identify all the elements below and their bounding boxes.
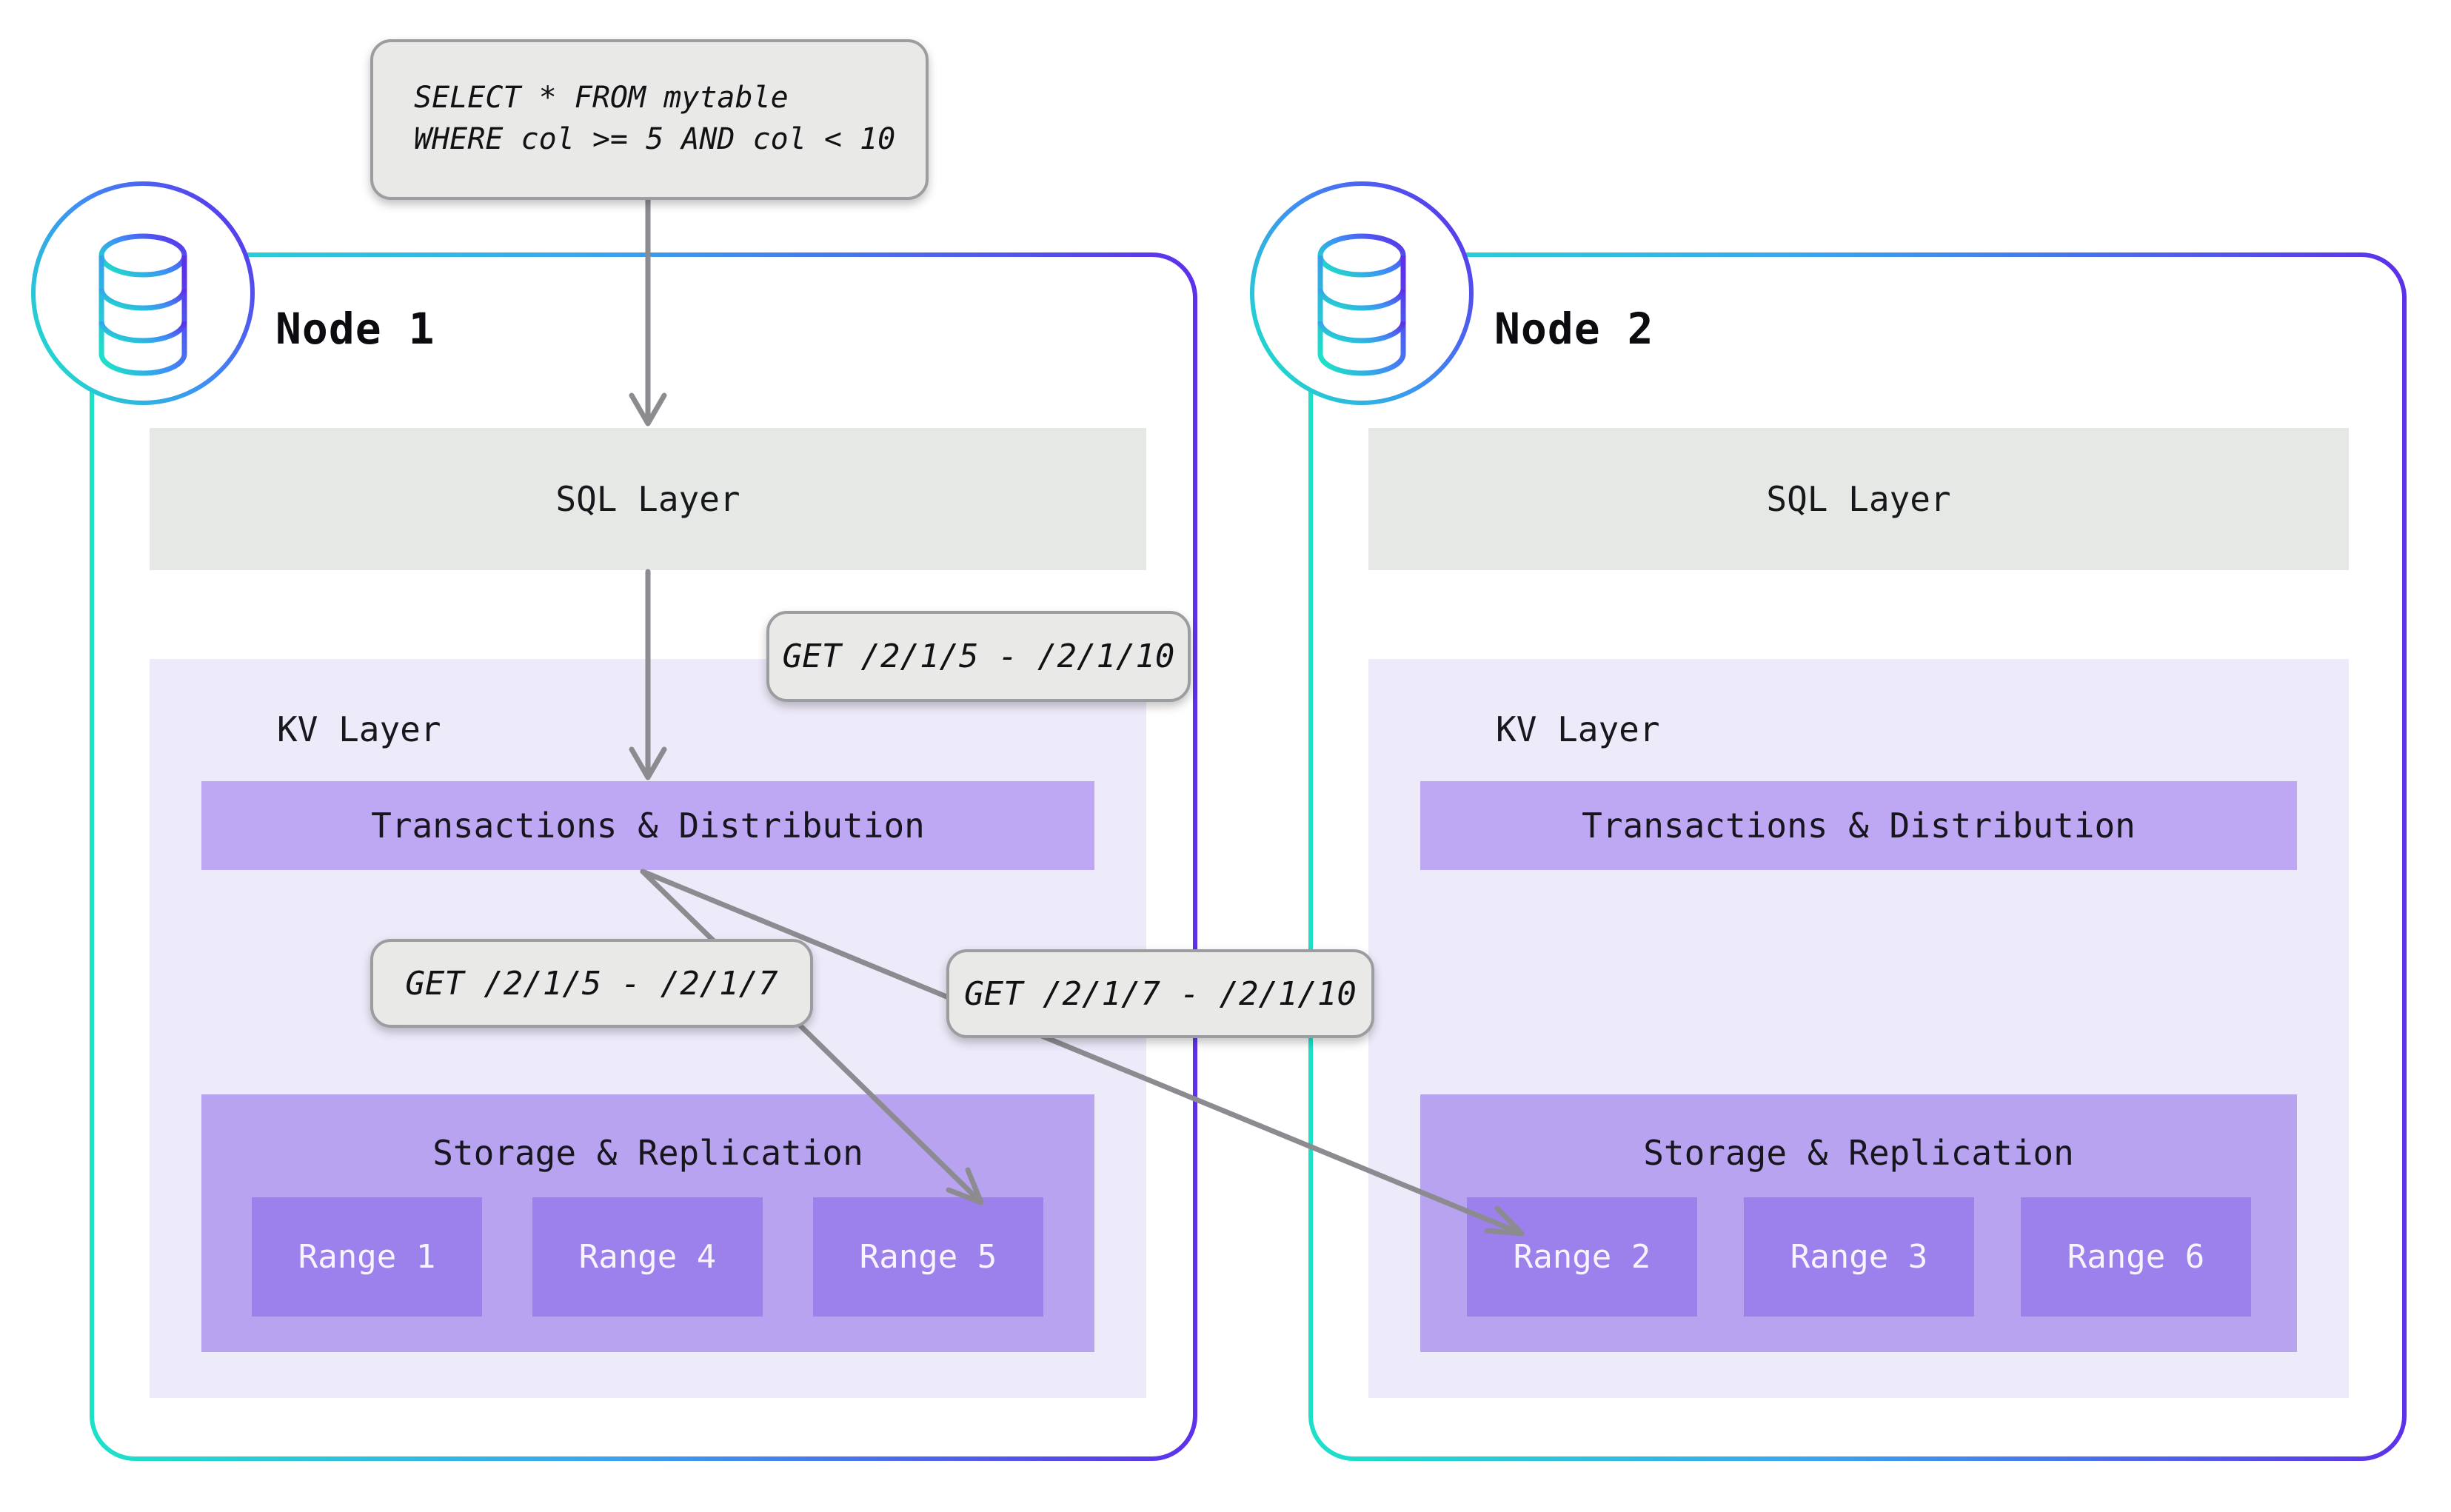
node2-kv-layer-label: KV Layer bbox=[1496, 709, 1660, 749]
node2-sql-layer-bar: SQL Layer bbox=[1368, 428, 2349, 570]
node2-title: Node 2 bbox=[1494, 304, 1654, 354]
arrow-sql-to-transactions bbox=[629, 569, 667, 780]
node2-border bbox=[1308, 252, 2407, 1461]
sql-query-box: SELECT * FROM mytable WHERE col >= 5 AND… bbox=[370, 39, 929, 200]
range-label: Range 4 bbox=[578, 1238, 717, 1276]
node1-database-icon bbox=[31, 181, 255, 405]
node1-storage-replication-label: Storage & Replication bbox=[432, 1133, 863, 1173]
get-request-full-label: GET /2/1/5 - /2/1/10 bbox=[766, 611, 1191, 702]
get-request-right-label: GET /2/1/7 - /2/1/10 bbox=[946, 949, 1374, 1038]
node1-transactions-distribution-label: Transactions & Distribution bbox=[371, 806, 925, 846]
arrow-transactions-to-range5 bbox=[640, 869, 984, 1205]
get-request-left-label: GET /2/1/5 - /2/1/7 bbox=[370, 939, 813, 1028]
node2-range-6-box: Range 6 bbox=[2021, 1197, 2251, 1317]
range-label: Range 6 bbox=[2067, 1238, 2205, 1276]
node1-kv-layer-label: KV Layer bbox=[277, 709, 441, 749]
node1-range-5-box: Range 5 bbox=[813, 1197, 1043, 1317]
sql-query-line2: WHERE col >= 5 AND col < 10 bbox=[414, 122, 896, 156]
node2-range-3-box: Range 3 bbox=[1744, 1197, 1974, 1317]
range-label: Range 1 bbox=[298, 1238, 436, 1276]
range-label: Range 5 bbox=[859, 1238, 997, 1276]
node2-transactions-distribution-label: Transactions & Distribution bbox=[1582, 806, 2136, 846]
node1-range-4-box: Range 4 bbox=[532, 1197, 763, 1317]
node1-transactions-distribution-bar: Transactions & Distribution bbox=[201, 781, 1094, 870]
node2-database-icon bbox=[1250, 181, 1474, 405]
node1-sql-layer-label: SQL Layer bbox=[555, 479, 740, 519]
sql-query-line1: SELECT * FROM mytable bbox=[414, 81, 789, 115]
arrow-query-to-sql bbox=[629, 191, 667, 426]
range-label: Range 2 bbox=[1513, 1238, 1651, 1276]
arrow-transactions-to-range2 bbox=[640, 869, 1525, 1237]
node2-storage-replication-label: Storage & Replication bbox=[1643, 1133, 2074, 1173]
node1-title: Node 1 bbox=[275, 304, 435, 354]
range-label: Range 3 bbox=[1790, 1238, 1928, 1276]
node2-sql-layer-label: SQL Layer bbox=[1766, 479, 1951, 519]
node1-range-1-box: Range 1 bbox=[252, 1197, 482, 1317]
node1-sql-layer-bar: SQL Layer bbox=[150, 428, 1146, 570]
node2-transactions-distribution-bar: Transactions & Distribution bbox=[1420, 781, 2297, 870]
node1-border bbox=[90, 252, 1197, 1461]
